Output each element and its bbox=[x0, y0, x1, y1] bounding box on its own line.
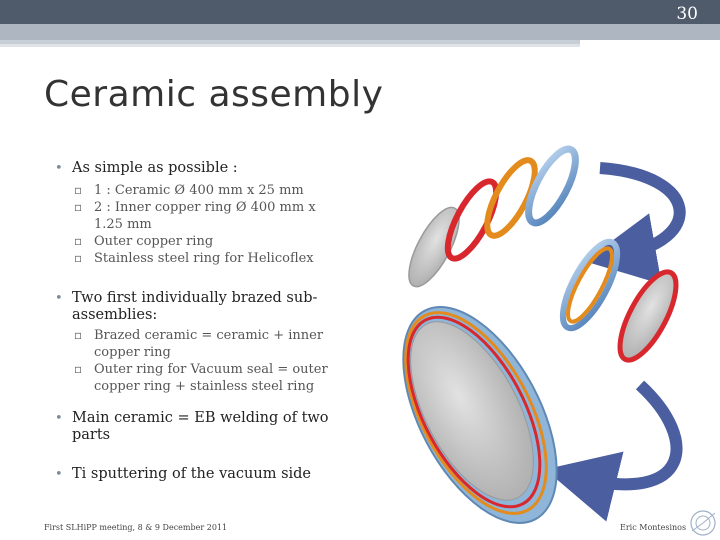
outer-vacuum-seal-ring bbox=[559, 238, 621, 332]
header-band bbox=[0, 24, 720, 40]
sub-bullet-item: Outer copper ring bbox=[72, 233, 344, 250]
sub-bullet-item: 1 : Ceramic Ø 400 mm x 25 mm bbox=[72, 182, 344, 199]
stainless-steel-ring bbox=[525, 145, 579, 227]
cern-logo bbox=[690, 510, 716, 536]
header-bar bbox=[0, 0, 720, 24]
sub-bullet-item: Stainless steel ring for Helicoflex bbox=[72, 250, 344, 267]
sub-bullet-list: Brazed ceramic = ceramic + inner copper … bbox=[72, 327, 352, 395]
bullet-item: As simple as possible : bbox=[52, 160, 344, 177]
sub-bullet-item: Outer ring for Vacuum seal = outer coppe… bbox=[72, 361, 354, 395]
header-stripe bbox=[0, 40, 580, 44]
bullet-group-4: Ti sputtering of the vacuum side bbox=[52, 466, 352, 483]
footer-author: Eric Montesinos bbox=[620, 523, 687, 532]
bullet-item: Two first individually brazed sub-assemb… bbox=[52, 290, 342, 324]
ceramic-assembly-illustration bbox=[402, 145, 686, 524]
assembly-arrow-bottom bbox=[545, 380, 683, 522]
sub-bullet-item: Brazed ceramic = ceramic + inner copper … bbox=[72, 327, 354, 361]
bullet-group-1: As simple as possible : 1 : Ceramic Ø 40… bbox=[52, 160, 344, 267]
outer-copper-ring bbox=[484, 157, 538, 239]
sub-bullet-item: 2 : Inner copper ring Ø 400 mm x 1.25 mm bbox=[72, 199, 344, 233]
assembly-arrow-top bbox=[584, 162, 686, 285]
bullet-item: Ti sputtering of the vacuum side bbox=[52, 466, 352, 483]
main-ceramic-assembly bbox=[402, 306, 558, 524]
slide-number: 30 bbox=[676, 4, 698, 24]
sub-bullet-list: 1 : Ceramic Ø 400 mm x 25 mm 2 : Inner c… bbox=[72, 182, 344, 267]
bullet-item: Main ceramic = EB welding of two parts bbox=[52, 410, 342, 444]
brazed-ceramic bbox=[617, 269, 679, 363]
bullet-group-2: Two first individually brazed sub-assemb… bbox=[52, 290, 352, 395]
header-stripe-light bbox=[0, 44, 580, 47]
footer-event: First SLHiPP meeting, 8 & 9 December 201… bbox=[44, 523, 228, 532]
bullet-group-3: Main ceramic = EB welding of two parts bbox=[52, 410, 352, 444]
slide-title: Ceramic assembly bbox=[44, 74, 384, 115]
